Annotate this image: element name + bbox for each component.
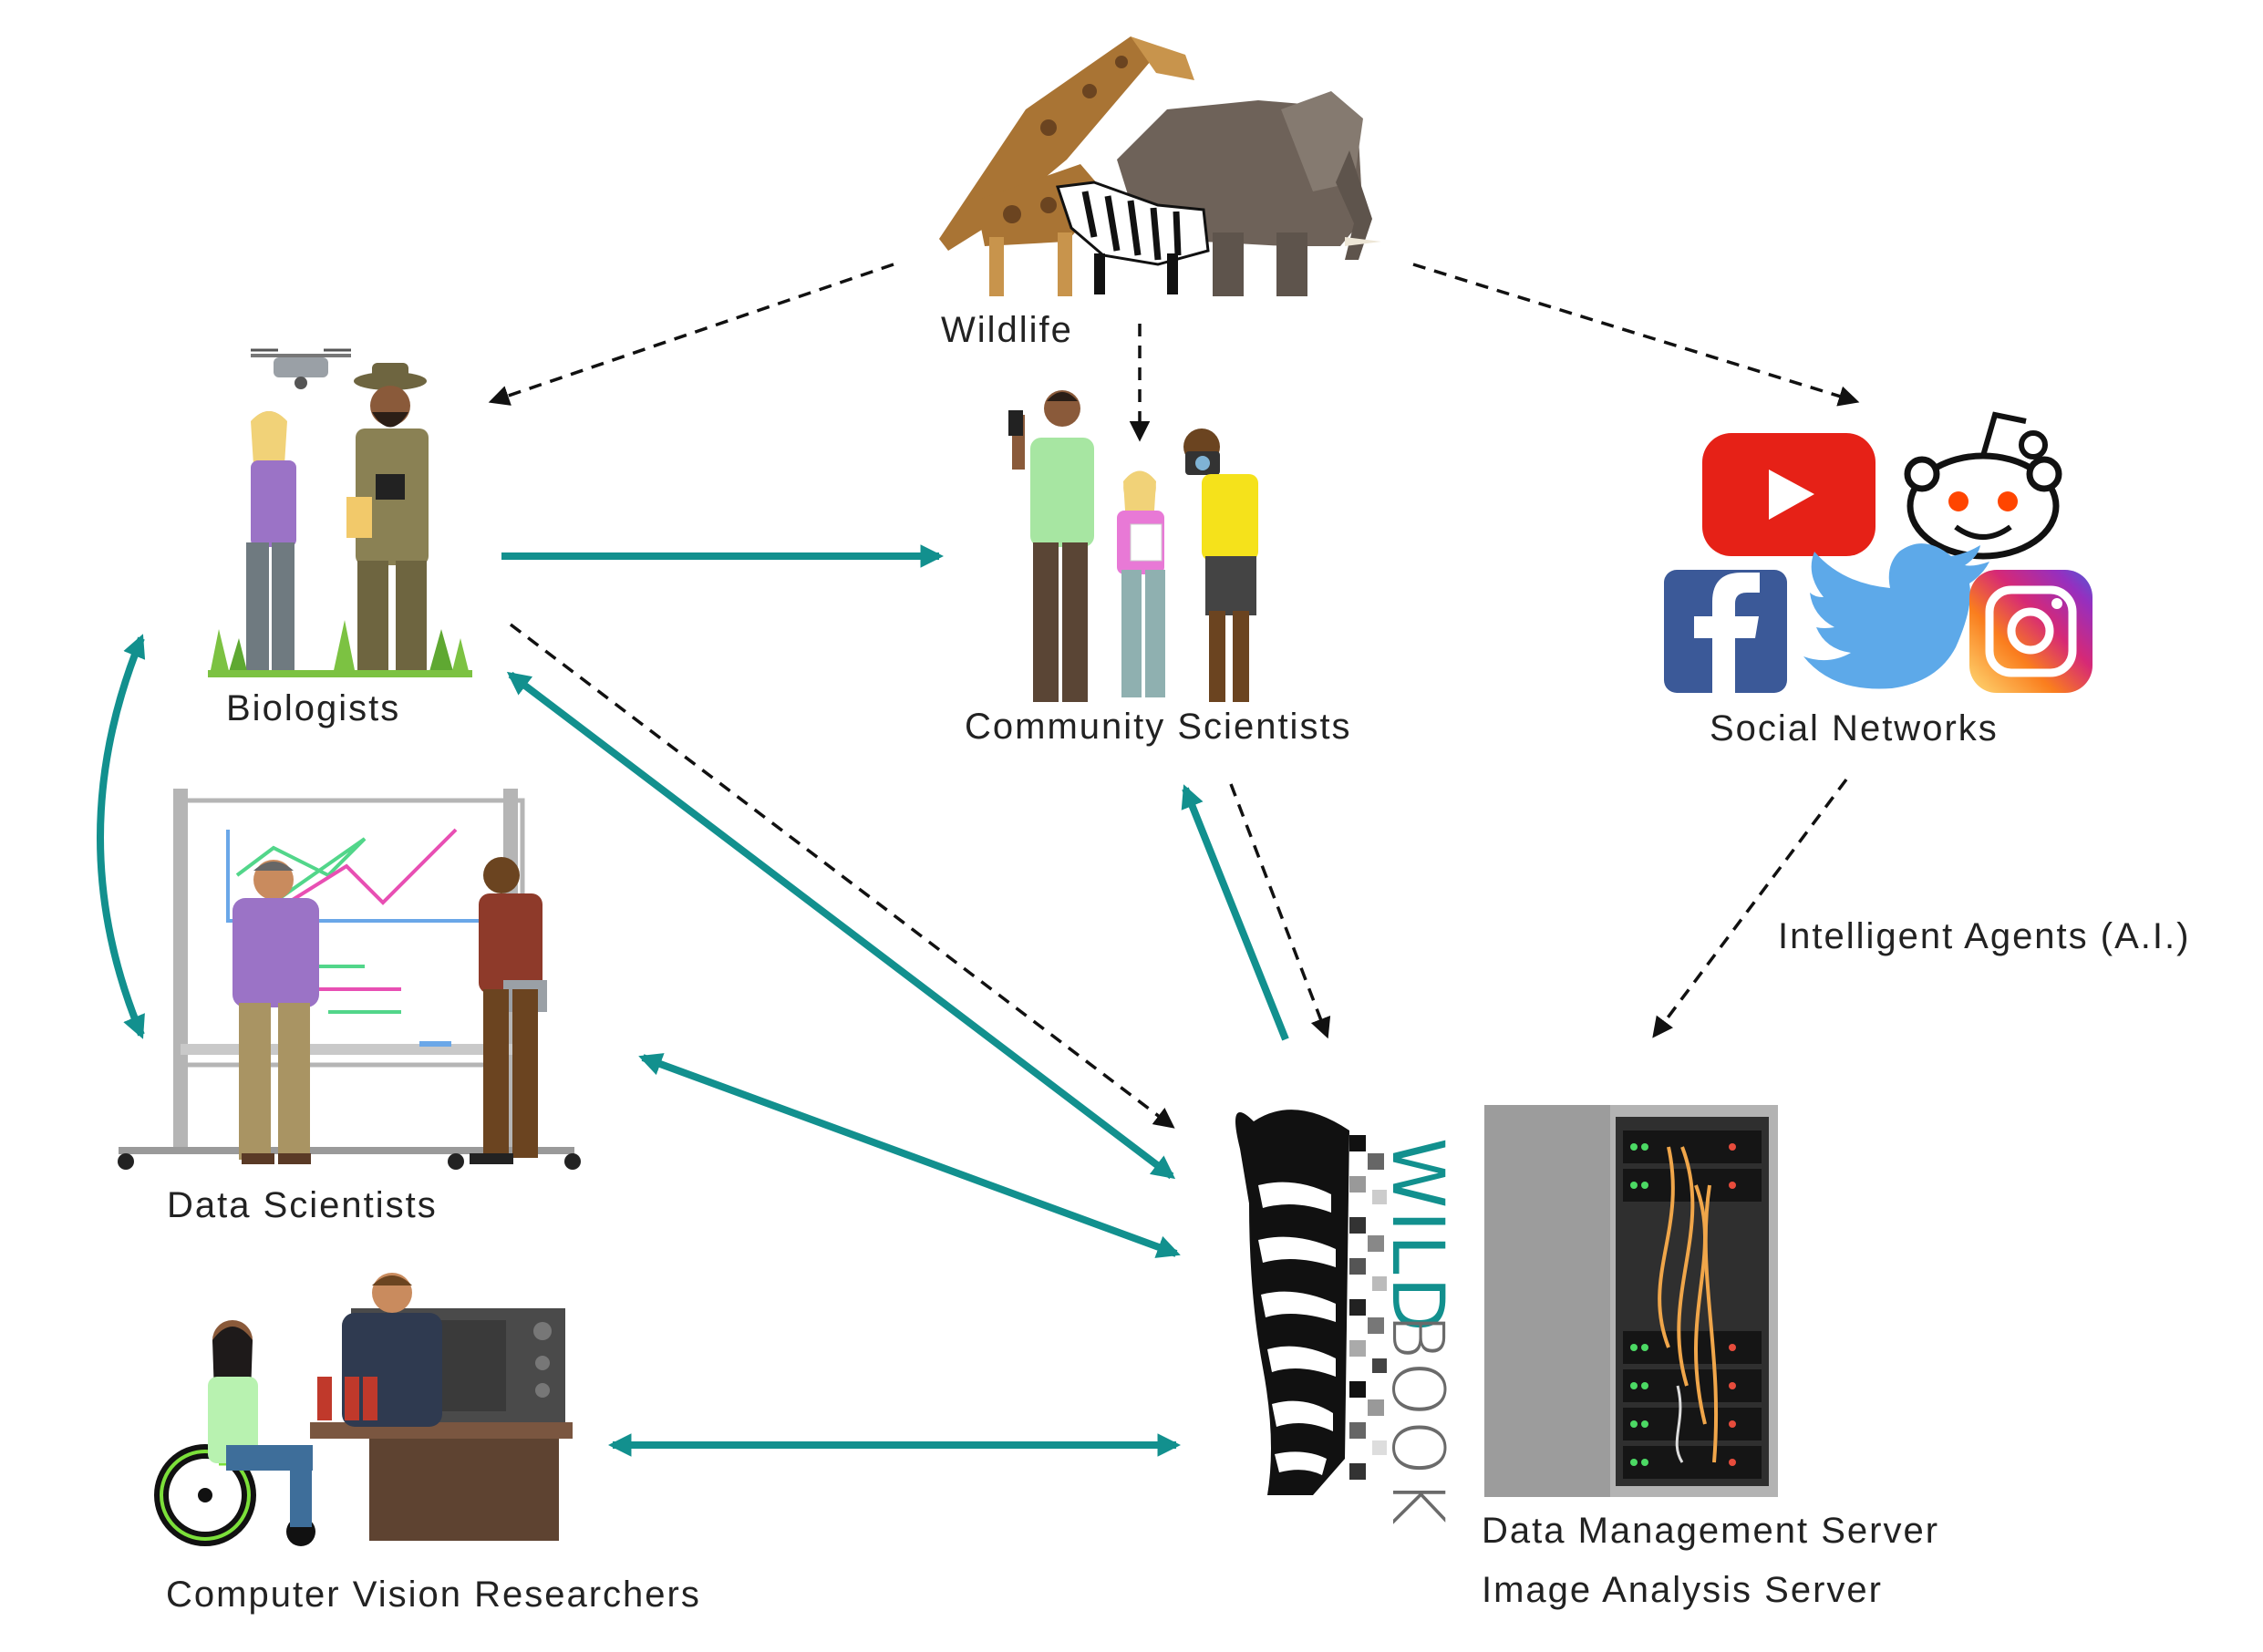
biologist-woman-icon	[246, 411, 296, 670]
social-networks-group: Social Networks	[1664, 411, 2092, 749]
arrow-wildbook-biologists	[506, 671, 1176, 1180]
data-management-server-label: Data Management Server	[1482, 1511, 1939, 1551]
arrow-wildbook-to-community	[1181, 784, 1289, 1041]
arrow-wildbook-datascientists	[638, 1053, 1181, 1258]
server-rack-icon	[1484, 1105, 1778, 1497]
community-scientists-label: Community Scientists	[965, 707, 1352, 747]
researcher-woman-icon	[208, 1320, 313, 1527]
arrow-wildlife-to-biologists	[488, 263, 894, 406]
bottles-icon	[317, 1377, 377, 1420]
grass-icon	[208, 620, 472, 677]
zebra-head-icon	[1235, 1110, 1349, 1495]
biologists-group: Biologists	[208, 348, 472, 728]
data-scientists-group: Data Scientists	[118, 789, 581, 1225]
wildlife-group: Wildlife	[939, 36, 1381, 350]
data-scientists-label: Data Scientists	[167, 1185, 438, 1225]
arrow-biologists-datascientists	[97, 634, 146, 1039]
arrow-social-to-server	[1652, 778, 1848, 1038]
computer-vision-label: Computer Vision Researchers	[166, 1575, 701, 1615]
person-phone-icon	[1008, 390, 1094, 702]
image-analysis-server-label: Image Analysis Server	[1482, 1570, 1883, 1610]
youtube-icon[interactable]	[1702, 433, 1876, 556]
twitter-icon[interactable]	[1803, 543, 1989, 689]
dashed-arrows	[488, 263, 1860, 1129]
zebra-icon	[1055, 181, 1210, 294]
arrow-community-to-wildbook	[1229, 783, 1331, 1039]
pixel-blocks	[1349, 1135, 1387, 1480]
person-camera-icon	[1183, 428, 1258, 702]
instagram-icon[interactable]	[1969, 570, 2092, 693]
biologist-man-icon	[346, 363, 429, 675]
data-scientist-man-left-icon	[232, 860, 319, 1164]
wildlife-label: Wildlife	[941, 310, 1073, 350]
desk-icon	[310, 1422, 573, 1541]
wildbook-wild-text: WILD	[1376, 1138, 1458, 1335]
reddit-icon[interactable]	[1904, 411, 2062, 560]
drone-icon	[251, 348, 351, 389]
wildbook-logo: WILD BOOK	[1235, 1110, 1458, 1528]
person-clipboard-icon	[1117, 470, 1165, 697]
wildbook-book-text: BOOK	[1376, 1313, 1458, 1528]
data-scientist-man-right-icon	[470, 857, 547, 1164]
facebook-icon[interactable]	[1664, 570, 1787, 693]
community-scientists-group: Community Scientists	[965, 390, 1352, 747]
arrow-wildlife-to-social	[1412, 263, 1860, 407]
social-networks-label: Social Networks	[1710, 708, 1999, 749]
solid-arrows	[97, 544, 1289, 1457]
intelligent-agents-label: Intelligent Agents (A.I.)	[1778, 916, 2190, 956]
biologists-label: Biologists	[226, 688, 400, 728]
computer-vision-group: Computer Vision Researchers	[154, 1273, 701, 1615]
